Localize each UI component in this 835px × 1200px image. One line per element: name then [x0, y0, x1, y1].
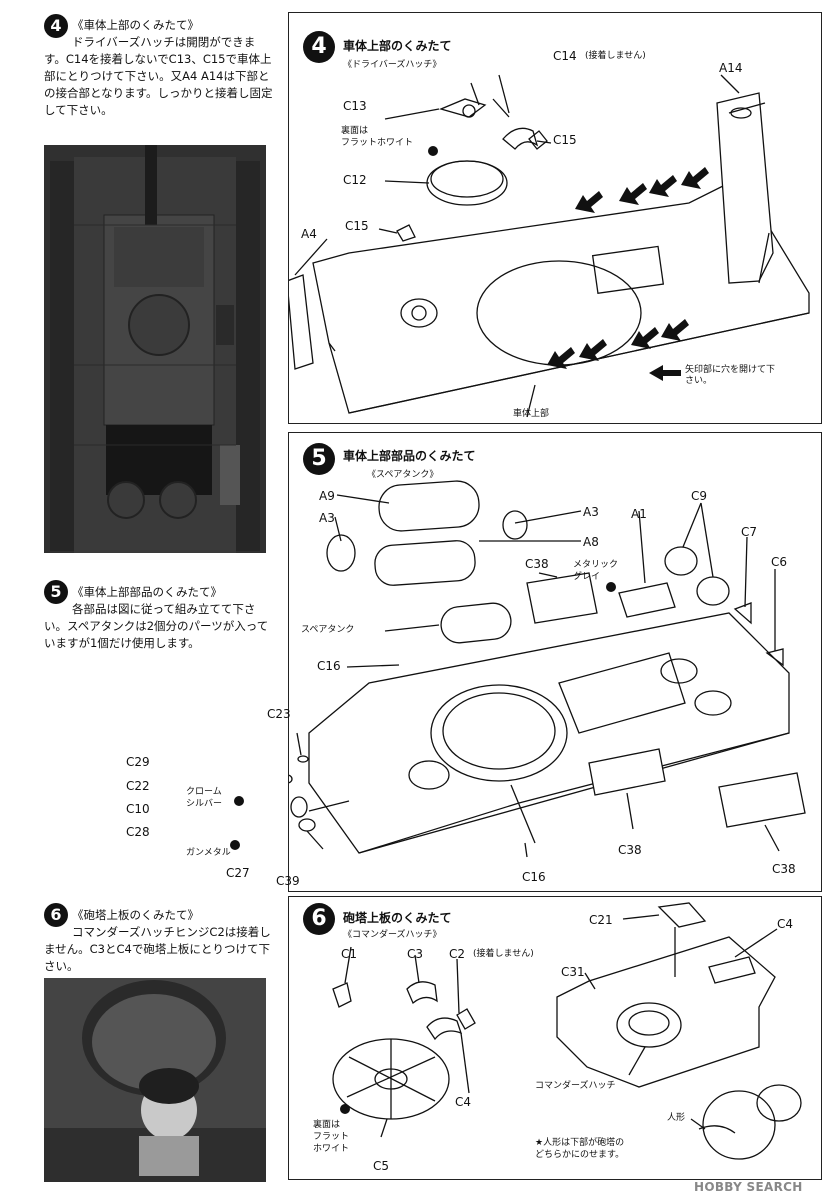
label-gunmetal: ガンメタル — [186, 848, 231, 858]
step4-panel: 4 車体上部のくみたて 《ドライバーズハッチ》 C14 (接着しません) A14… — [288, 12, 822, 424]
label-c16-bottom: C16 — [522, 870, 546, 884]
label-c4-top: C4 — [777, 917, 794, 931]
label-c3: C3 — [407, 947, 424, 961]
label-a1: A1 — [631, 507, 647, 521]
label-c13: C13 — [343, 99, 367, 113]
label-c14: C14 — [553, 49, 577, 63]
commander-photo — [44, 978, 266, 1182]
label-c9: C9 — [691, 489, 708, 503]
label-commander-hatch: コマンダーズハッチ — [535, 1081, 616, 1091]
label-arrow-note: 矢印部に穴を開けて下さい。 — [685, 365, 776, 386]
step4-number: 4 — [303, 31, 335, 63]
step6-left-text: コマンダーズハッチヒンジC2は接着しません。C3とC4で砲塔上板にとりつけて下さ… — [44, 925, 271, 973]
step4-diagram — [289, 74, 810, 418]
step5-subtitle: 《スペアタンク》 — [367, 470, 439, 480]
label-chrome-silver: クローム シルバー — [186, 787, 223, 809]
step5-left-number: 5 — [44, 580, 68, 604]
step6-panel: 6 砲塔上板のくみたて 《コマンダーズハッチ》 C1 C3 C2 (接着しません… — [288, 896, 822, 1180]
label-c15b: C15 — [345, 219, 369, 233]
label-metallic-grey: メタリック グレイ — [573, 560, 619, 582]
label-back-white: 裏面は フラットホワイト — [341, 126, 414, 148]
label-a3-left: A3 — [319, 511, 335, 525]
hull-photo — [44, 145, 266, 553]
paint-dot-chrome — [234, 790, 244, 809]
label-c38-right: C38 — [772, 862, 796, 876]
watermark: HOBBY SEARCH — [694, 1180, 803, 1194]
label-a3-right: A3 — [583, 505, 599, 519]
label-c21: C21 — [589, 913, 613, 927]
label-c6: C6 — [771, 555, 788, 569]
label-c31: C31 — [561, 965, 585, 979]
label-c38-top: C38 — [525, 557, 549, 571]
label-c2: C2 — [449, 947, 466, 961]
step5-panel: 5 車体上部部品のくみたて 《スペアタンク》 A9 A3 A3 A8 A1 C9… — [267, 432, 822, 892]
label-figure-note: ★人形は下部が砲塔の どちらかにのせます。 — [535, 1138, 625, 1160]
label-c39: C39 — [276, 874, 300, 888]
paint-dot-gunmetal — [230, 834, 240, 853]
label-c5: C5 — [373, 1159, 390, 1173]
step4-left-title: 《車体上部のくみたて》 — [72, 18, 199, 32]
step5-left-title: 《車体上部部品のくみたて》 — [72, 585, 222, 599]
label-c22: C22 — [126, 779, 150, 793]
step6-left-number: 6 — [44, 903, 68, 927]
label-c12: C12 — [343, 173, 367, 187]
label-c29: C29 — [126, 755, 150, 769]
step6-subtitle: 《コマンダーズハッチ》 — [343, 930, 442, 940]
step4-left-number: 4 — [44, 14, 68, 38]
label-a8: A8 — [583, 535, 599, 549]
label-c2-note: (接着しません) — [473, 949, 534, 959]
label-back-white-6: 裏面は フラット ホワイト — [313, 1120, 350, 1154]
step5-left-text: 各部品は図に従って組み立てて下さい。スペアタンクは2個分のパーツが入っていますが… — [44, 602, 269, 650]
step5-diagram — [289, 480, 806, 858]
step5-number: 5 — [303, 443, 335, 475]
label-c14-note: (接着しません) — [585, 51, 646, 61]
label-c15a: C15 — [553, 133, 577, 147]
label-spare-tank: スペアタンク — [301, 625, 355, 635]
step6-number: 6 — [303, 903, 335, 935]
label-c38-mid: C38 — [618, 843, 642, 857]
label-hull-top: 車体上部 — [513, 409, 550, 419]
label-c28: C28 — [126, 825, 150, 839]
label-c1: C1 — [341, 947, 358, 961]
label-c16-top: C16 — [317, 659, 341, 673]
step5-title: 車体上部部品のくみたて — [343, 449, 476, 463]
label-a4: A4 — [301, 227, 317, 241]
step4-subtitle: 《ドライバーズハッチ》 — [343, 60, 442, 70]
label-figure: 人形 — [667, 1113, 686, 1123]
label-c7: C7 — [741, 525, 758, 539]
step4-left-text: ドライバーズハッチは開閉ができます。C14を接着しないでC13、C15で車体上部… — [44, 35, 273, 117]
step6-title: 砲塔上板のくみたて — [343, 911, 452, 925]
step6-diagram — [332, 902, 802, 1160]
step4-title: 車体上部のくみたて — [343, 39, 452, 53]
label-c27: C27 — [226, 866, 250, 880]
label-c4-bottom: C4 — [455, 1095, 472, 1109]
label-c10: C10 — [126, 802, 150, 816]
step6-left-title: 《砲塔上板のくみたて》 — [72, 908, 199, 922]
label-a14: A14 — [719, 61, 743, 75]
label-c23: C23 — [267, 707, 291, 721]
label-a9: A9 — [319, 489, 335, 503]
